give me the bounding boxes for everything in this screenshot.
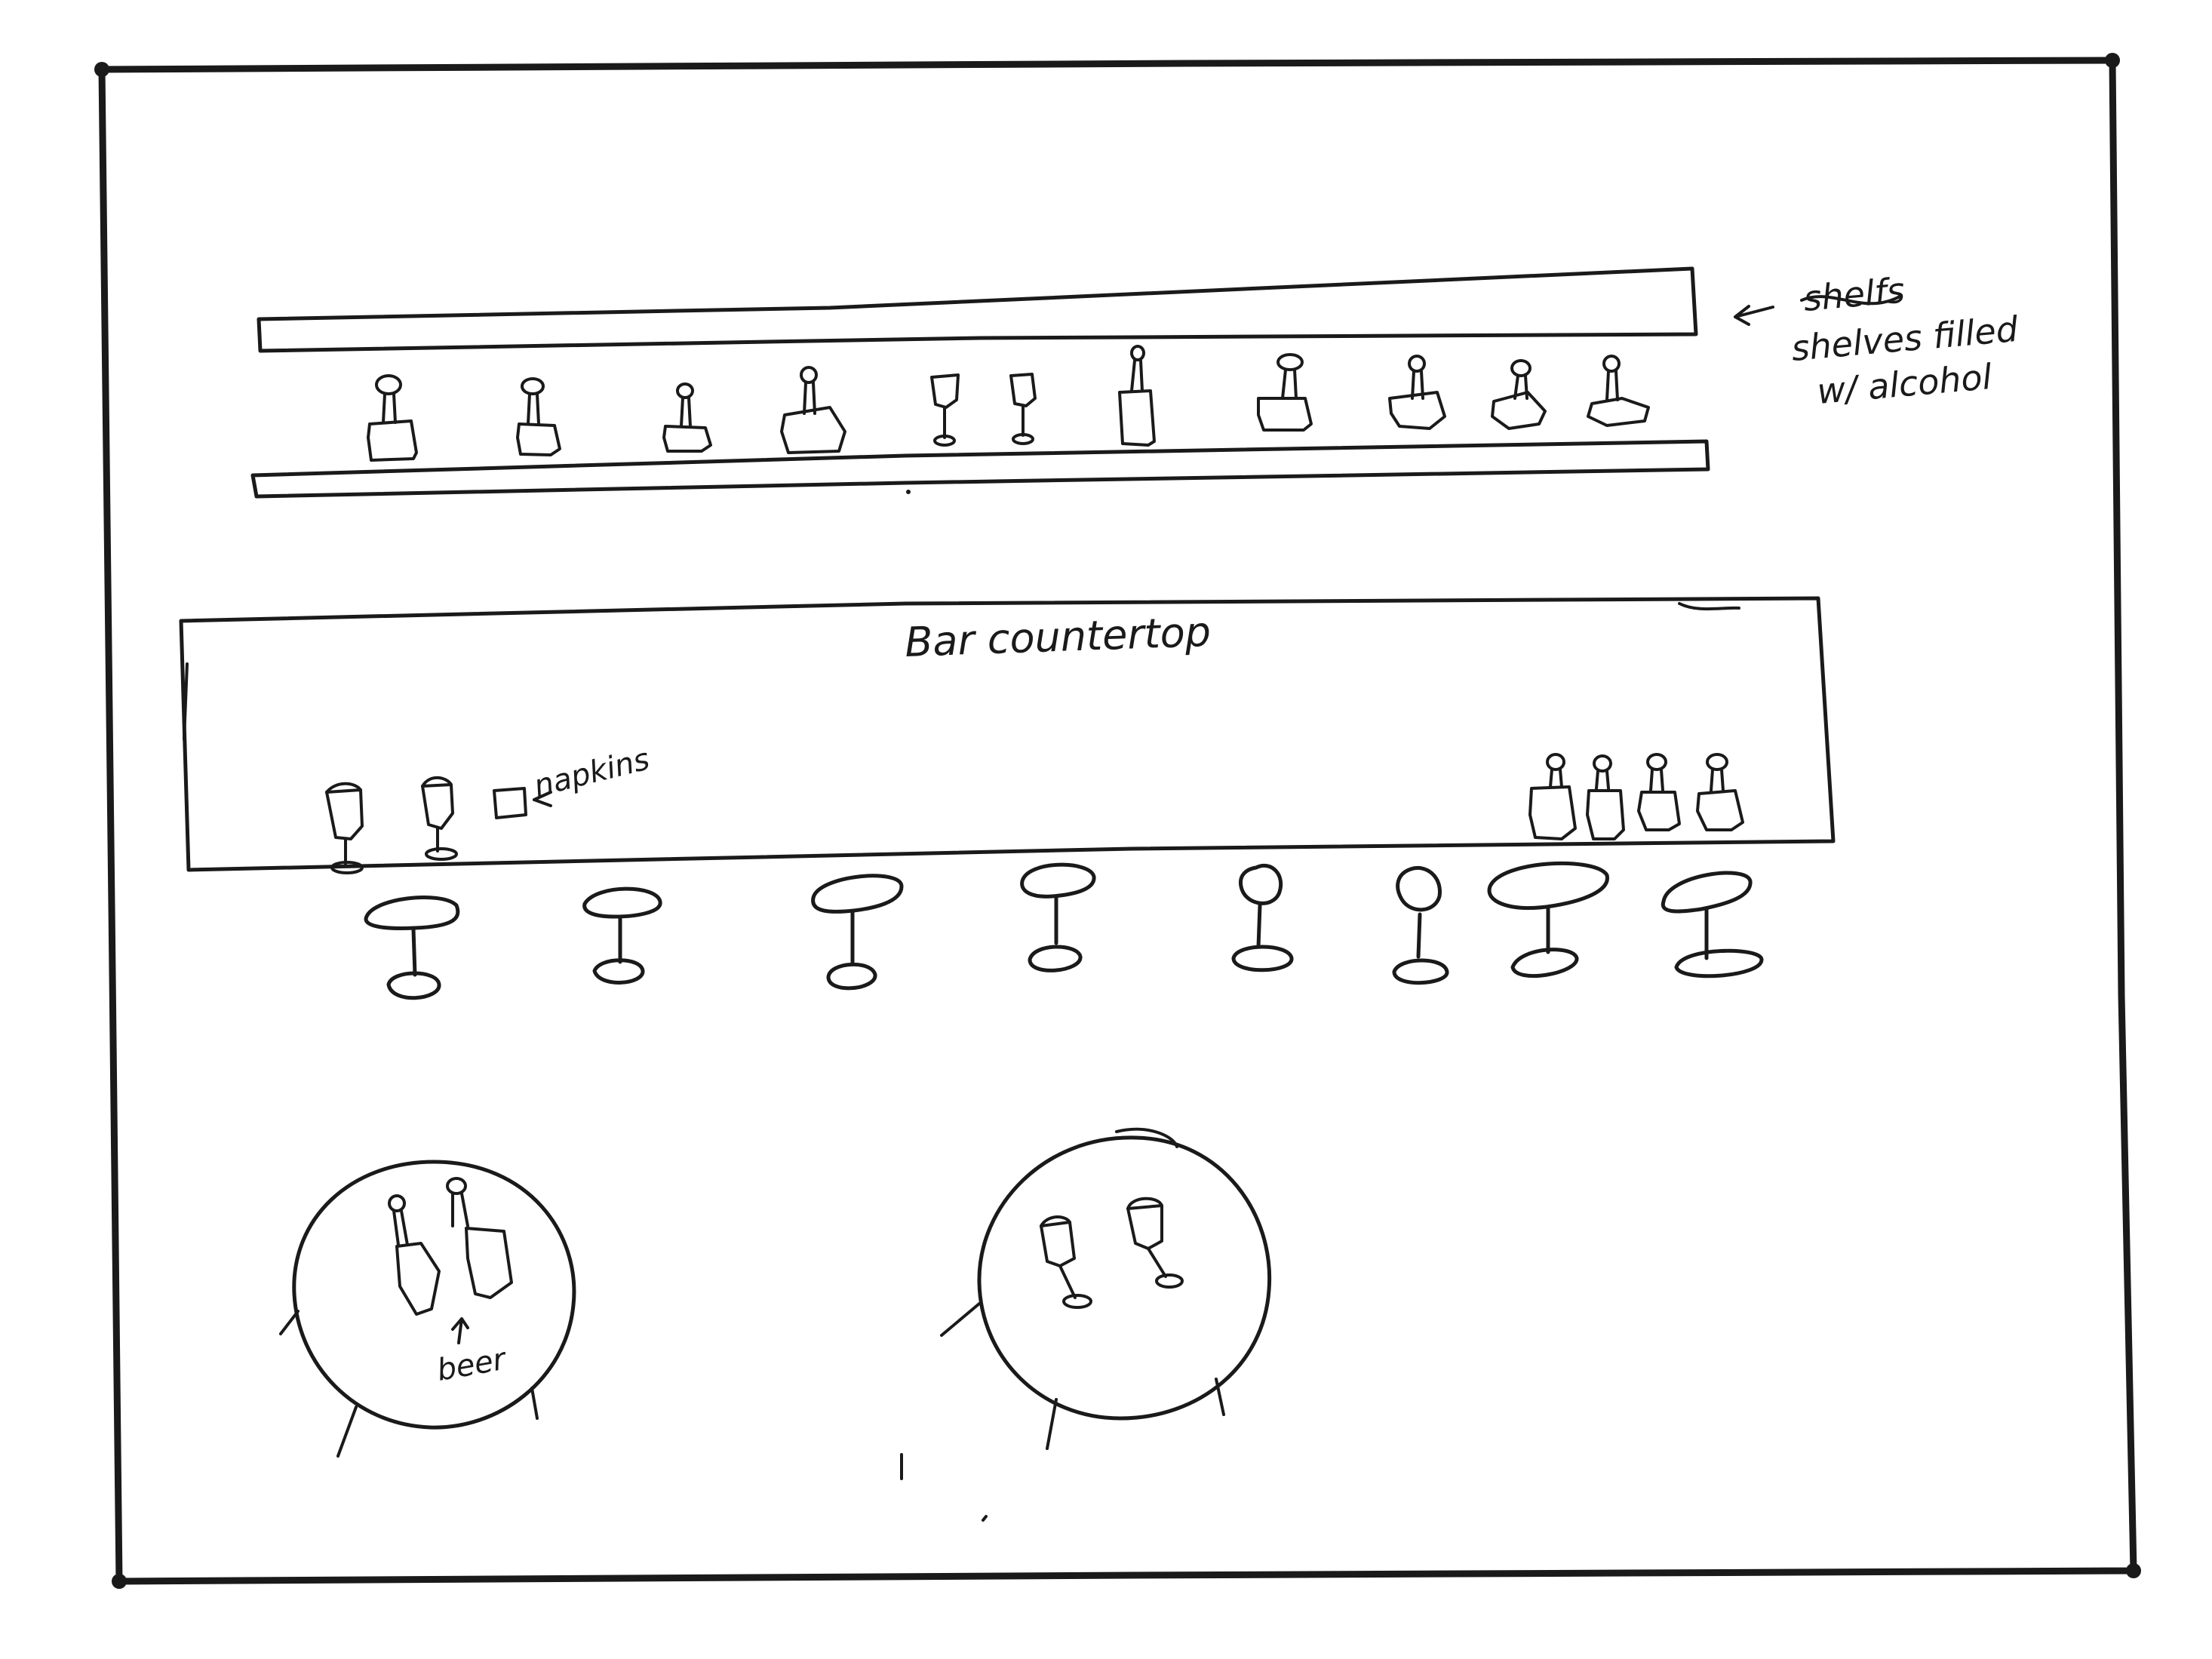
counter-glass (325, 782, 364, 874)
bar-stool (364, 896, 460, 1000)
counter-bottles (1528, 753, 1744, 840)
counter-bottle (1586, 754, 1625, 840)
shelf-glass (1009, 373, 1037, 445)
napkins-label: napkins (530, 742, 653, 803)
bar-stool (1661, 871, 1764, 979)
shelf-bottle (662, 382, 712, 453)
shelf-bottles (367, 345, 1650, 462)
counter-bottle (1696, 753, 1744, 831)
bar-stool (582, 886, 662, 985)
counter-bottle (1528, 753, 1577, 840)
arrow-up-icon (451, 1317, 469, 1344)
bar-stool (1020, 862, 1096, 972)
bar-stool (1231, 864, 1294, 972)
shelf-bottle (516, 377, 561, 456)
page-frame (94, 53, 2141, 1589)
shelf-bottle (1257, 353, 1313, 432)
bar-stool (1392, 866, 1449, 985)
arrow-left-icon (1734, 305, 1774, 326)
bar-stool (1487, 861, 1609, 979)
table-glass (1126, 1197, 1184, 1289)
shelf-bottle (1587, 355, 1650, 427)
stray-marks (900, 490, 988, 1522)
shelf-bottle (1491, 359, 1547, 430)
beer-label: beer (435, 1341, 510, 1388)
table-glass (1040, 1215, 1092, 1309)
table-beer-bottle (388, 1194, 441, 1316)
counter-label: Bar countertop (904, 608, 1212, 666)
table-with-beer: beer (279, 1160, 576, 1458)
shelf-bottle (367, 374, 418, 462)
shelf-bottle (780, 366, 846, 454)
shelf-bottle (1388, 355, 1446, 430)
shelf-label-struck: shelfs (1802, 269, 1906, 319)
counter-glasses (325, 776, 458, 874)
lower-shelf (250, 439, 1710, 499)
counter-bottle (1637, 753, 1681, 831)
shelf-glass (930, 373, 960, 447)
napkins: napkins (493, 742, 653, 819)
shelf-annotation: shelfs shelves filled w/ alcohol (1734, 269, 2020, 412)
counter-glass (421, 776, 458, 861)
shelf-bottle (1118, 345, 1156, 447)
table-with-glasses (940, 1127, 1272, 1450)
bar-stool (811, 874, 904, 991)
table-beer-bottle (446, 1177, 513, 1299)
upper-shelf (257, 266, 1698, 353)
bar-counter: Bar countertop (179, 596, 1836, 872)
bar-stools (364, 861, 1764, 1000)
